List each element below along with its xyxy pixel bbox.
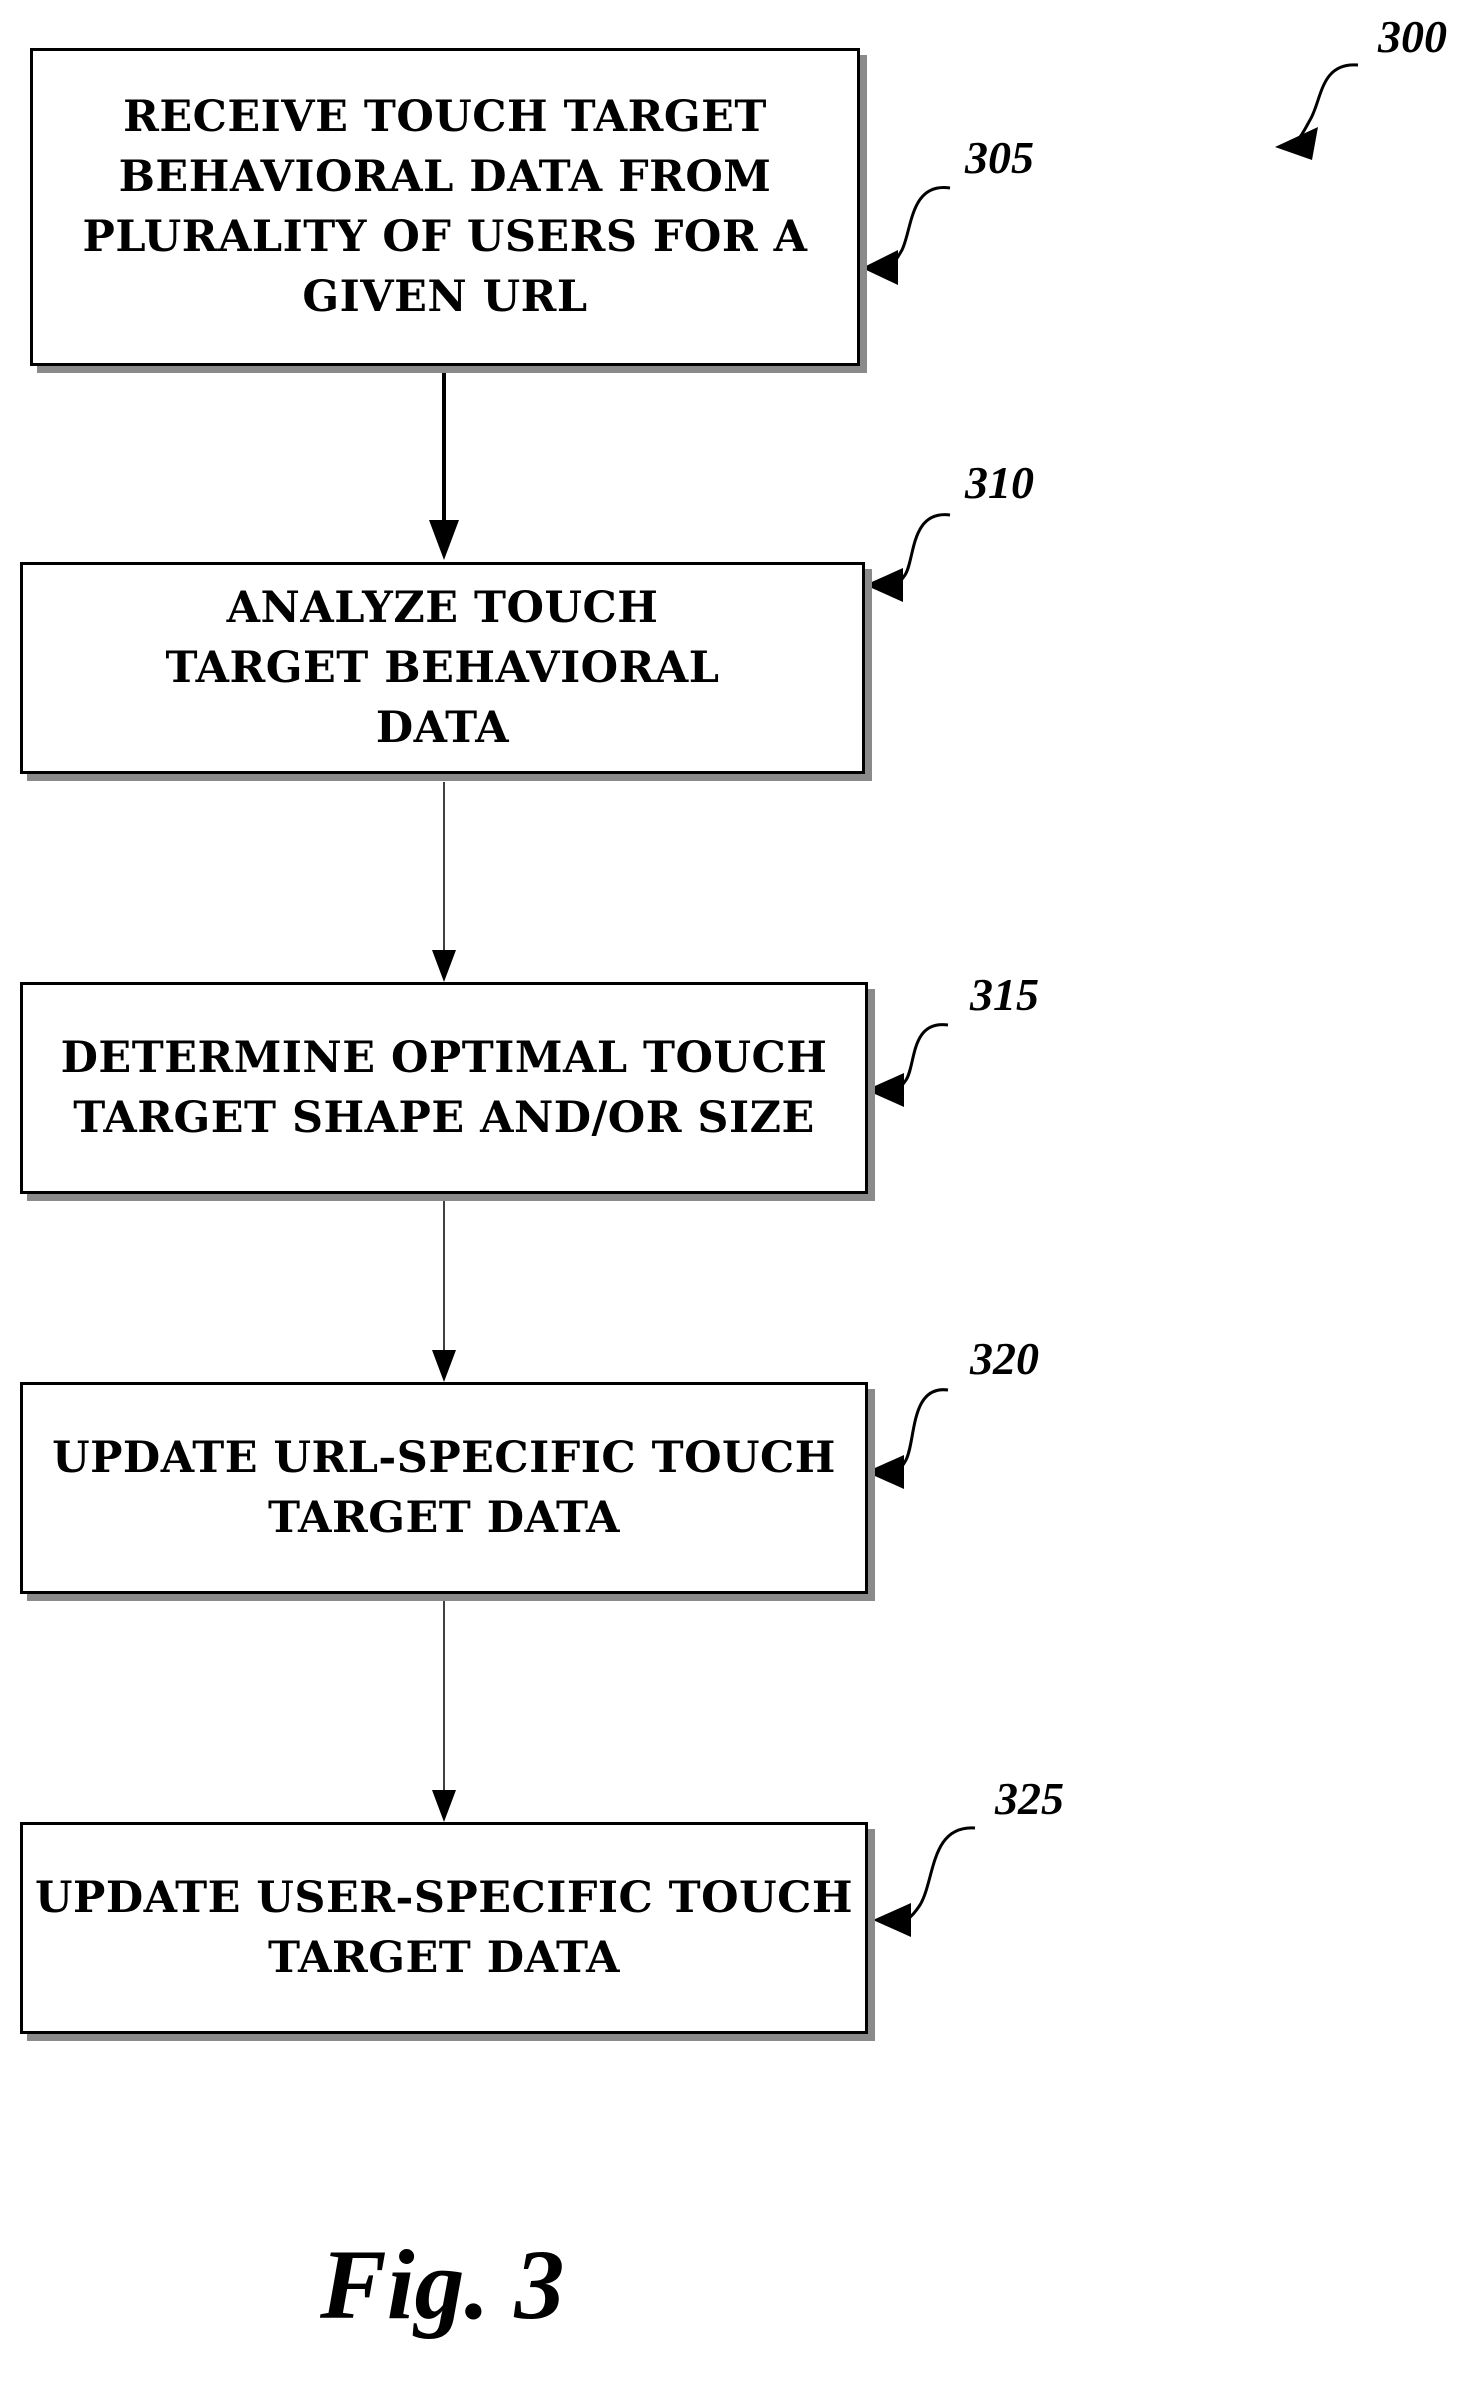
ref-label-315: 315 [970,972,1039,1018]
step-box-305: RECEIVE TOUCH TARGET BEHAVIORAL DATA FRO… [30,48,860,366]
flow-arrow-320-325 [432,1600,456,1822]
step-box-320: UPDATE URL-SPECIFIC TOUCH TARGET DATA [20,1382,868,1594]
leader-line-310 [865,515,950,602]
leader-line-305 [862,187,950,285]
step-text-325: UPDATE USER-SPECIFIC TOUCH TARGET DATA [33,1868,855,1988]
ref-label-320: 320 [970,1336,1039,1382]
leader-line-300 [1275,65,1358,160]
step-box-325: UPDATE USER-SPECIFIC TOUCH TARGET DATA [20,1822,868,2034]
leader-line-325 [873,1828,975,1937]
flow-arrow-315-320 [432,1200,456,1382]
figure-caption: Fig. 3 [320,2235,564,2335]
ref-label-305: 305 [965,135,1034,181]
step-text-315: DETERMINE OPTIMAL TOUCH TARGET SHAPE AND… [34,1028,854,1148]
flow-arrow-305-310 [429,372,459,560]
step-text-305: RECEIVE TOUCH TARGET BEHAVIORAL DATA FRO… [50,87,840,327]
leader-line-320 [866,1390,948,1489]
step-text-320: UPDATE URL-SPECIFIC TOUCH TARGET DATA [34,1428,854,1548]
step-box-310: ANALYZE TOUCH TARGET BEHAVIORAL DATA [20,562,865,774]
step-text-310: ANALYZE TOUCH TARGET BEHAVIORAL DATA [133,578,753,758]
leader-line-315 [866,1025,948,1107]
step-box-315: DETERMINE OPTIMAL TOUCH TARGET SHAPE AND… [20,982,868,1194]
ref-label-325: 325 [995,1776,1064,1822]
ref-label-310: 310 [965,460,1034,506]
figure-number-label: 300 [1378,14,1447,60]
flow-arrow-310-315 [432,782,456,982]
